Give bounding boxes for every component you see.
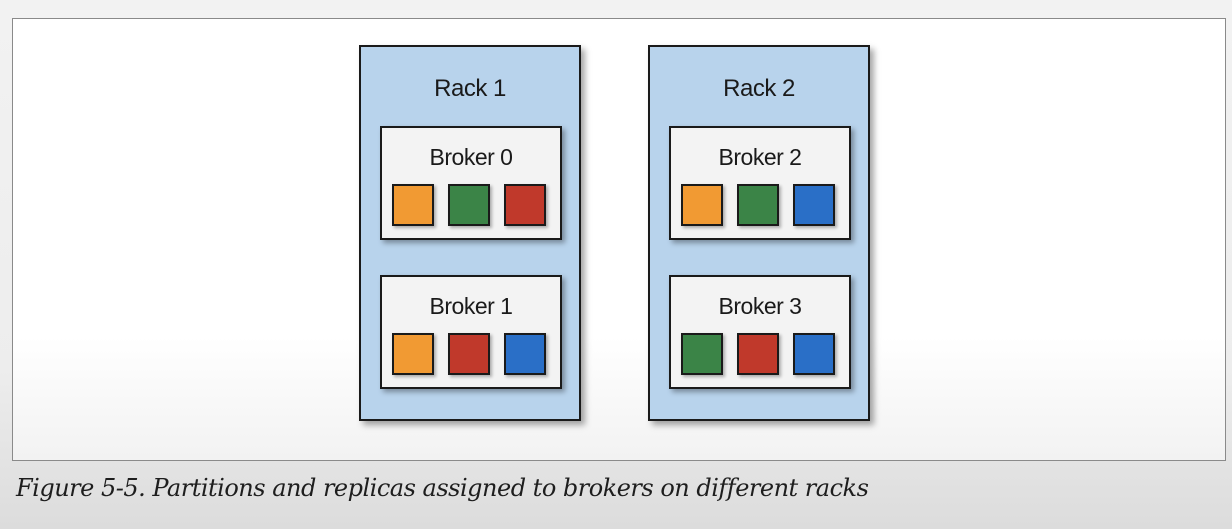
- broker-3: Broker 3: [669, 275, 851, 389]
- partition-replica: [737, 184, 779, 226]
- broker-0: Broker 0: [380, 126, 562, 240]
- rack-1-title: Rack 1: [434, 75, 506, 102]
- figure-caption: Figure 5-5. Partitions and replicas assi…: [16, 474, 869, 502]
- rack-2-title: Rack 2: [723, 75, 795, 102]
- broker-1: Broker 1: [380, 275, 562, 389]
- rack-2: Rack 2 Broker 2 Broker 3: [648, 45, 870, 421]
- partition-replica: [793, 333, 835, 375]
- broker-1-partitions: [392, 333, 550, 379]
- partition-replica: [504, 184, 546, 226]
- figure-frame: [12, 18, 1226, 461]
- broker-3-partitions: [681, 333, 839, 379]
- partition-replica: [681, 333, 723, 375]
- partition-replica: [504, 333, 546, 375]
- rack-1: Rack 1 Broker 0 Broker 1: [359, 45, 581, 421]
- partition-replica: [392, 184, 434, 226]
- broker-3-title: Broker 3: [718, 293, 802, 319]
- broker-1-title: Broker 1: [429, 293, 513, 319]
- partition-replica: [737, 333, 779, 375]
- broker-2: Broker 2: [669, 126, 851, 240]
- partition-replica: [392, 333, 434, 375]
- broker-2-partitions: [681, 184, 839, 230]
- broker-0-partitions: [392, 184, 550, 230]
- broker-2-title: Broker 2: [718, 144, 802, 170]
- partition-replica: [448, 184, 490, 226]
- partition-replica: [793, 184, 835, 226]
- broker-0-title: Broker 0: [429, 144, 513, 170]
- partition-replica: [448, 333, 490, 375]
- partition-replica: [681, 184, 723, 226]
